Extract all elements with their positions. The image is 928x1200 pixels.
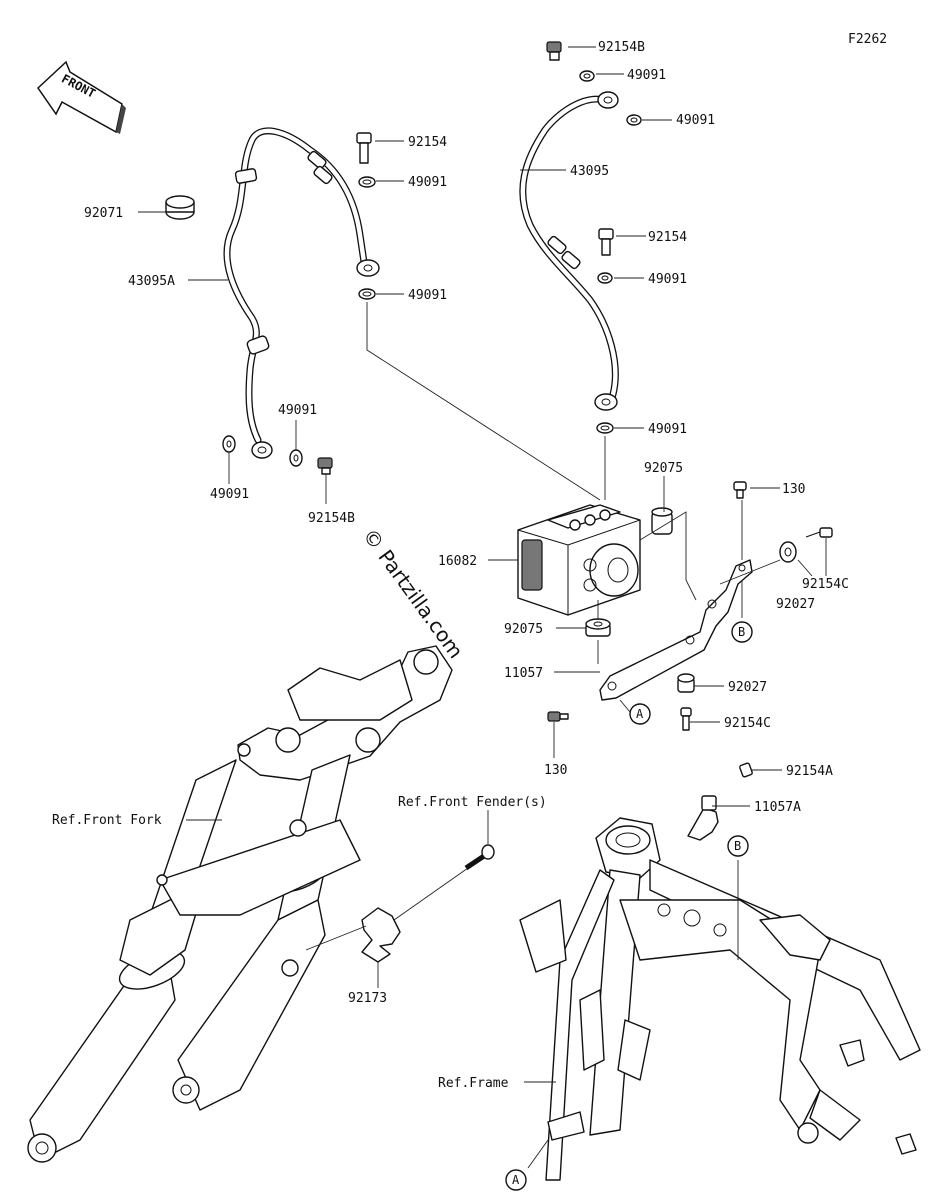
part-label: 11057A bbox=[754, 800, 801, 815]
grommet-92071-icon bbox=[165, 195, 195, 220]
bolt-130-top-icon bbox=[733, 481, 747, 499]
bracket-11057 bbox=[599, 559, 753, 701]
bolt-92154-left-icon bbox=[356, 132, 372, 164]
part-label: 16082 bbox=[438, 554, 477, 569]
leader-lines bbox=[138, 46, 827, 1169]
part-label: 49091 bbox=[278, 403, 317, 418]
left-brake-hose bbox=[223, 127, 380, 459]
damper-lower-icon bbox=[585, 618, 611, 637]
bolt-92154b-lower-icon bbox=[317, 457, 333, 475]
part-label: 92027 bbox=[776, 597, 815, 612]
part-label: 92154 bbox=[648, 230, 687, 245]
part-label: 92154B bbox=[598, 40, 645, 55]
collar-92027-upper-icon bbox=[779, 541, 797, 563]
svg-text:B: B bbox=[738, 625, 745, 639]
diagram-code: F2262 bbox=[848, 32, 887, 47]
bolt-92154-right-icon bbox=[598, 228, 614, 256]
part-label: 49091 bbox=[648, 272, 687, 287]
ref-front-fork-label: Ref.Front Fork bbox=[52, 813, 162, 828]
right-brake-hose bbox=[519, 91, 619, 411]
part-label: 49091 bbox=[648, 422, 687, 437]
damper-upper-icon bbox=[651, 507, 673, 535]
part-label: 130 bbox=[782, 482, 805, 497]
part-label: 49091 bbox=[210, 487, 249, 502]
callout-b-upper: B bbox=[731, 621, 753, 643]
ref-frame-label: Ref.Frame bbox=[438, 1076, 509, 1091]
collar-92027-lower-icon bbox=[677, 673, 695, 693]
part-label: 92154A bbox=[786, 764, 833, 779]
bolt-130-lower-icon bbox=[547, 711, 569, 722]
part-label: 49091 bbox=[676, 113, 715, 128]
part-label: 130 bbox=[544, 763, 567, 778]
part-label: 92154B bbox=[308, 511, 355, 526]
part-label: 49091 bbox=[627, 68, 666, 83]
part-label: 92154 bbox=[408, 135, 447, 150]
svg-text:B: B bbox=[734, 839, 741, 853]
part-labels: 92154B 49091 49091 92154 49091 43095 920… bbox=[84, 40, 849, 1006]
part-label: 92154C bbox=[802, 577, 849, 592]
part-label: 92075 bbox=[504, 622, 543, 637]
bolt-fender-icon bbox=[464, 844, 495, 871]
callout-b-lower: B bbox=[727, 835, 749, 857]
front-fork bbox=[27, 645, 453, 1163]
part-label: 92154C bbox=[724, 716, 771, 731]
part-label: 11057 bbox=[504, 666, 543, 681]
callout-a-lower: A bbox=[505, 1169, 527, 1191]
bolt-92154c-upper-icon bbox=[805, 527, 833, 538]
part-label: 92071 bbox=[84, 206, 123, 221]
part-label: 92173 bbox=[348, 991, 387, 1006]
part-label: 92027 bbox=[728, 680, 767, 695]
abs-unit bbox=[517, 504, 641, 616]
part-label: 92075 bbox=[644, 461, 683, 476]
bolt-92154a-icon bbox=[739, 762, 753, 778]
part-label: 49091 bbox=[408, 288, 447, 303]
part-label: 49091 bbox=[408, 175, 447, 190]
front-arrow-icon: FRONT bbox=[37, 60, 126, 134]
ref-front-fender-label: Ref.Front Fender(s) bbox=[398, 795, 547, 810]
bolt-92154b-top-icon bbox=[546, 41, 562, 61]
frame bbox=[519, 817, 921, 1181]
clamp-92173 bbox=[361, 907, 401, 963]
svg-text:A: A bbox=[512, 1173, 520, 1187]
bolt-92154c-lower-icon bbox=[680, 707, 692, 731]
bracket-11057a bbox=[687, 795, 719, 841]
svg-text:A: A bbox=[636, 707, 644, 721]
callout-a-upper: A bbox=[629, 703, 651, 725]
part-label: 43095A bbox=[128, 274, 175, 289]
watermark: © Partzilla.com bbox=[358, 524, 468, 663]
part-label: 43095 bbox=[570, 164, 609, 179]
washer-icons bbox=[222, 70, 642, 467]
